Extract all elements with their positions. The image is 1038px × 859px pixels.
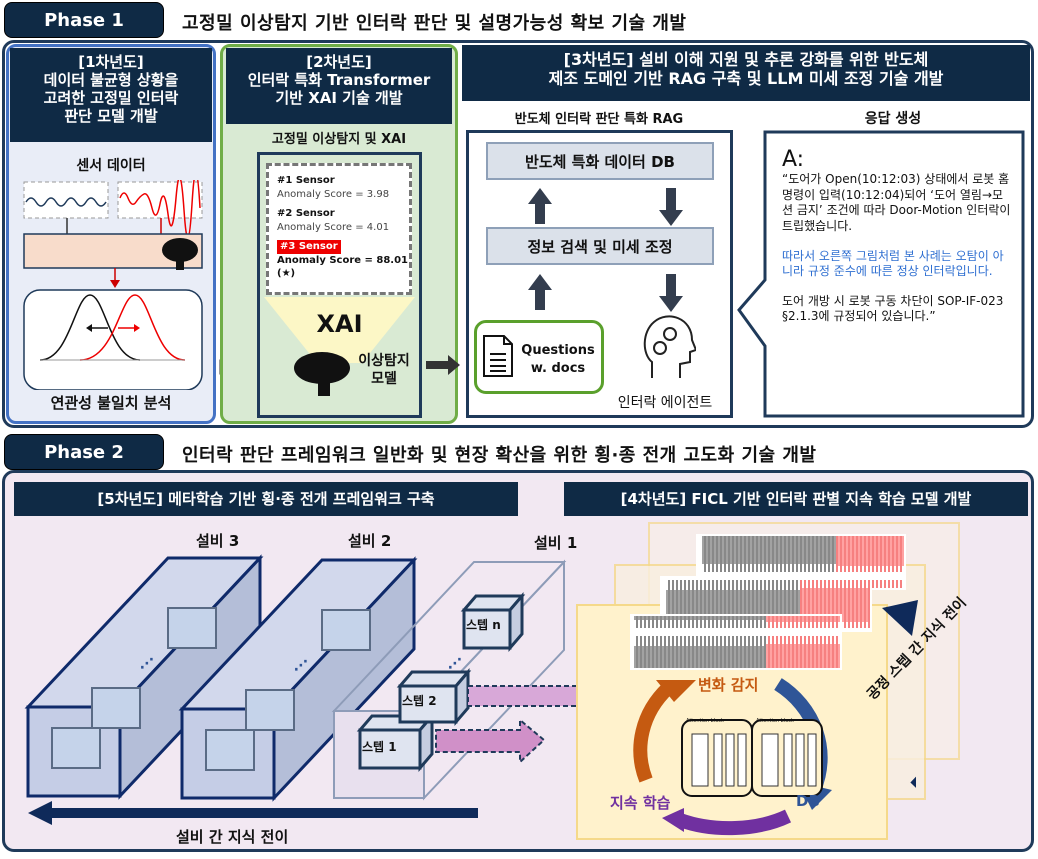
cycle-db-label: DB xyxy=(796,792,820,810)
year2-model-label: 이상탐지 모델 xyxy=(352,352,416,388)
answer-paragraph-3: 도어 개방 시 로봇 구동 차단이 SOP-IF-023 §2.1.3에 규정되… xyxy=(782,293,1004,324)
year3-header-line: 제조 도메인 기반 RAG 구축 및 LLM 미세 조정 기술 개발 xyxy=(548,69,944,89)
attention-blocks xyxy=(681,719,823,797)
equipment-2-box: ⋰ xyxy=(178,556,418,802)
answer-paragraph-2: 따라서 오른쪽 그림처럼 본 사례는 오탐이 아니라 규정 준수에 따른 정상 … xyxy=(782,248,1004,279)
step-n-label: 스텝 n xyxy=(466,618,501,632)
step-2-box xyxy=(396,667,472,727)
arrow-up-icon xyxy=(528,274,552,310)
step-transfer-arrow xyxy=(910,776,916,788)
agent-head-icon xyxy=(643,315,696,378)
year2-header-line: [2차년도] xyxy=(306,53,372,71)
questions-label: Questions w. docs xyxy=(518,342,598,378)
svg-text:⋰: ⋰ xyxy=(294,658,308,674)
answer-prefix: A: xyxy=(782,147,805,172)
step-2-label: 스텝 2 xyxy=(402,694,437,708)
svg-text:⋰: ⋰ xyxy=(140,656,154,672)
sensor-3-score: Anomaly Score = 88.01 (★) xyxy=(277,254,409,280)
speech-bubble xyxy=(737,130,1025,418)
step-1-label: 스텝 1 xyxy=(362,740,397,754)
xai-beam xyxy=(264,297,415,363)
arrow-year2-to-year3 xyxy=(426,355,460,375)
cycle-detect-label: 변화 감지 xyxy=(698,676,759,694)
arrow-down-icon xyxy=(659,188,683,226)
equipment-3-label: 설비 3 xyxy=(196,532,240,550)
sensor-scores-box: #1 Sensor Anomaly Score = 3.98 #2 Sensor… xyxy=(266,163,412,295)
year5-header: [5차년도] 메타학습 기반 횡·종 전개 프레임워크 구축 xyxy=(14,482,518,516)
arrow-up-icon xyxy=(528,188,552,224)
phase2-tab-label: Phase 2 xyxy=(44,441,124,463)
year2-header: [2차년도] 인터락 특화 Transformer 기반 XAI 기술 개발 xyxy=(226,48,452,124)
normal-distribution xyxy=(39,294,141,361)
analysis-box xyxy=(23,289,203,390)
signal-front xyxy=(630,614,842,670)
phase1-panel xyxy=(2,40,1034,428)
year2-model-label-line: 모델 xyxy=(371,371,397,388)
year2-model-label-line: 이상탐지 xyxy=(358,353,410,369)
ficl-diagram xyxy=(630,534,916,836)
phase1-title: 고정밀 이상탐지 기반 인터락 판단 및 설명가능성 확보 기술 개발 xyxy=(182,13,687,34)
step-n-box xyxy=(460,591,526,653)
detect-cycle-arrow xyxy=(633,682,673,783)
normal-signal-wave xyxy=(25,197,107,207)
attention-block-label-2: Attention block xyxy=(756,718,794,724)
sensor-data-label: 센서 데이터 xyxy=(76,158,146,174)
year4-header: [4차년도] FICL 기반 인터락 판별 지속 학습 모델 개발 xyxy=(564,482,1028,516)
search-box: 정보 검색 및 미세 조정 xyxy=(486,227,714,265)
answer-text: A: “도어가 Open(10:12:03) 상태에서 로봇 홈 명령이 입력(… xyxy=(782,147,1014,325)
phase1-tab: Phase 1 xyxy=(4,2,164,38)
attention-block-label-1: Attention block xyxy=(686,718,724,724)
phase2-title: 인터락 판단 프레임워크 일반화 및 현장 확산을 위한 횡·종 전개 고도화 … xyxy=(182,445,817,466)
sensor-2-score: Anomaly Score = 4.01 xyxy=(277,221,390,233)
year1-header-line: 고려한 고정밀 인터락 xyxy=(43,89,179,107)
year2-header-line: 인터락 특화 Transformer xyxy=(247,71,431,89)
document-icon xyxy=(483,335,513,377)
year3-header-line: [3차년도] 설비 이해 지원 및 추론 강화를 위한 반도체 xyxy=(563,50,929,69)
cross-transfer-label: 설비 간 지식 전이 xyxy=(176,828,289,846)
equipment-2-label: 설비 2 xyxy=(348,532,392,550)
brain-icon xyxy=(294,352,350,396)
learn-cycle-arrow xyxy=(677,809,792,836)
analysis-label: 연관성 불일치 분석 xyxy=(50,394,172,412)
sensor-1-score: Anomaly Score = 3.98 xyxy=(277,188,390,200)
year1-header-line: 데이터 불균형 상황을 xyxy=(43,71,179,89)
arrow-head-icon xyxy=(882,600,918,636)
phase1-tab-label: Phase 1 xyxy=(44,9,124,31)
year3-header: [3차년도] 설비 이해 지원 및 추론 강화를 위한 반도체 제조 도메인 기… xyxy=(462,45,1030,101)
year2-header-line: 기반 XAI 기술 개발 xyxy=(275,89,403,107)
arrow-down-icon xyxy=(659,274,683,312)
answer-paragraph-1: “도어가 Open(10:12:03) 상태에서 로봇 홈 명령이 입력(10:… xyxy=(782,172,1011,233)
year1-header-line: [1차년도] xyxy=(78,53,144,71)
year1-header-line: 판단 모델 개발 xyxy=(64,107,158,125)
year2-subtitle: 고정밀 이상탐지 및 XAI xyxy=(271,132,407,147)
abnormal-signal-box xyxy=(117,181,203,219)
sensor-3-name: #3 Sensor xyxy=(277,240,341,254)
xai-label: XAI xyxy=(316,310,363,338)
equipment-diagram: ⋰ ⋰ ⋰ xyxy=(24,554,581,825)
svg-text:⋰: ⋰ xyxy=(448,656,462,672)
questions-line: w. docs xyxy=(530,361,586,377)
year1-header: [1차년도] 데이터 불균형 상황을 고려한 고정밀 인터락 판단 모델 개발 xyxy=(10,48,212,142)
phase2-tab: Phase 2 xyxy=(4,434,164,470)
cross-transfer-arrow xyxy=(28,801,478,825)
rag-title: 반도체 인터락 판단 특화 RAG xyxy=(514,112,684,127)
response-title: 응답 생성 xyxy=(864,111,922,127)
equipment-3-box: ⋰ xyxy=(24,554,264,800)
questions-line: Questions xyxy=(521,343,595,358)
rag-arrows xyxy=(528,188,683,312)
equipment-1-label: 설비 1 xyxy=(534,534,578,552)
shifted-distribution xyxy=(79,294,186,361)
sensor-1-name: #1 Sensor xyxy=(277,175,335,186)
db-box: 반도체 특화 데이터 DB xyxy=(486,142,714,180)
cycle-learn-label: 지속 학습 xyxy=(610,794,671,812)
step-boxes: ⋰ xyxy=(356,591,526,773)
agent-label: 인터락 에이전트 xyxy=(617,395,713,411)
brain-icon xyxy=(162,238,198,270)
year1-diagram xyxy=(23,180,203,390)
transfer-arrows xyxy=(435,685,581,765)
sensor-2-name: #2 Sensor xyxy=(277,208,335,219)
